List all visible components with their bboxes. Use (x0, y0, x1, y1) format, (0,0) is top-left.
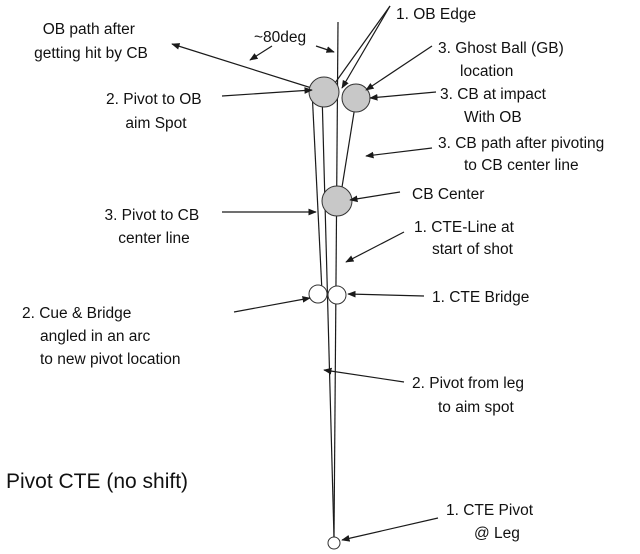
ob-path-line (171, 43, 319, 91)
angle-arrow-left (249, 45, 273, 61)
label-cte-pivot: 1. CTE Pivot @ Leg (446, 502, 537, 542)
bridge-ball-left (308, 284, 328, 304)
cue-ball-center (321, 185, 353, 217)
arrow-cte-bridge (347, 290, 425, 298)
arrow-pivot-leg (323, 367, 405, 383)
label-cb-path: 3. CB path after pivoting to CB center l… (438, 135, 609, 174)
arrow-cb-path (365, 147, 433, 159)
arrow-cte-pivot (341, 517, 439, 542)
arrow-ob-edge (341, 5, 391, 89)
label-ob-edge: 1. OB Edge (396, 6, 476, 23)
label-pivot-leg: 2. Pivot from leg to aim spot (412, 375, 528, 416)
label-cb-impact: 3. CB at impact With OB (440, 86, 550, 126)
label-cte-bridge: 1. CTE Bridge (432, 289, 529, 306)
arrow-cte-line (345, 231, 405, 263)
arrow-ghost-ball (365, 45, 433, 91)
diagram-title: Pivot CTE (no shift) (6, 470, 188, 493)
angle-arrow-right (315, 45, 335, 53)
arrow-pivot-ob (221, 87, 313, 97)
arrow-cb-impact (369, 91, 437, 101)
label-cte-line: 1. CTE-Line at start of shot (414, 219, 518, 258)
angle-label: ~80deg (254, 29, 306, 46)
cte-line-segment (311, 89, 323, 293)
arrow-cue-bridge (233, 296, 311, 313)
arrow-cb-center (349, 191, 401, 203)
cte-center-line (333, 21, 339, 539)
ghost-ball (341, 83, 371, 113)
pivot-point (327, 536, 341, 550)
label-pivot-ob: 2. Pivot to OB aim Spot (106, 91, 206, 132)
pivot-aim-line (321, 91, 335, 539)
bridge-ball-right (327, 285, 347, 305)
ob-edge-indicator (329, 5, 391, 91)
label-pivot-cb: 3. Pivot to CB center line (104, 207, 203, 247)
label-cue-bridge: 2. Cue & Bridge angled in an arc to new … (22, 305, 180, 368)
label-ob-path: OB path after getting hit by CB (34, 21, 148, 62)
object-ball (308, 76, 340, 108)
label-cb-center: CB Center (412, 186, 484, 203)
label-ghost-ball: 3. Ghost Ball (GB) location (438, 40, 568, 80)
